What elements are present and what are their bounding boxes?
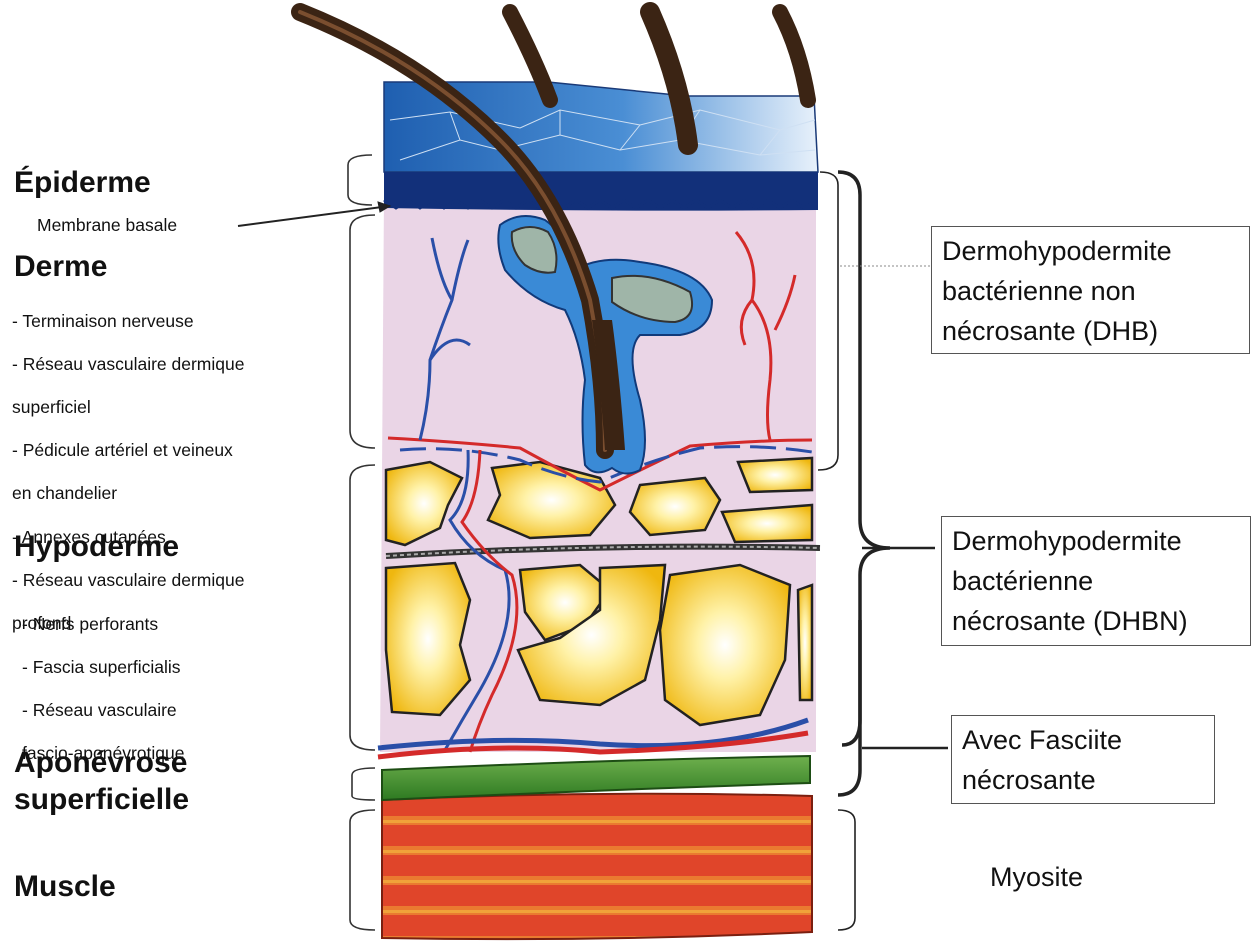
- dhbn-line: Dermohypodermite: [952, 521, 1250, 561]
- muscle-layer: [382, 794, 812, 939]
- hypoderme-item: - Fascia superficialis: [22, 657, 184, 679]
- dhb-line: Dermohypodermite: [942, 231, 1249, 271]
- derme-item: en chandelier: [12, 483, 244, 505]
- dhb-line: nécrosante (DHB): [942, 311, 1249, 351]
- derme-item: - Réseau vasculaire dermique: [12, 354, 244, 376]
- myosite-label: Myosite: [990, 862, 1083, 893]
- fasciite-line: Avec Fasciite: [962, 720, 1214, 760]
- derme-item: - Pédicule artériel et veineux: [12, 440, 244, 462]
- dhbn-line: nécrosante (DHBN): [952, 601, 1250, 641]
- muscle-label: Muscle: [14, 870, 116, 904]
- left-braces: [348, 155, 375, 930]
- membrane-basale-label: Membrane basale: [37, 215, 177, 236]
- dhb-box: Dermohypodermite bactérienne non nécrosa…: [931, 226, 1250, 354]
- hypoderme-label: Hypoderme: [14, 530, 179, 564]
- fasciite-box: Avec Fasciite nécrosante: [951, 715, 1215, 804]
- derme-label: Derme: [14, 250, 107, 284]
- epiderme-label: Épiderme: [14, 166, 151, 200]
- derme-item: - Terminaison nerveuse: [12, 311, 244, 333]
- derme-item: - Réseau vasculaire dermique: [12, 570, 244, 592]
- hypoderme-item: - Réseau vasculaire: [22, 700, 184, 722]
- dhb-line: bactérienne non: [942, 271, 1249, 311]
- derme-item: superficiel: [12, 397, 244, 419]
- fasciite-line: nécrosante: [962, 760, 1214, 800]
- dhbn-box: Dermohypodermite bactérienne nécrosante …: [941, 516, 1251, 646]
- dhbn-line: bactérienne: [952, 561, 1250, 601]
- right-braces: [818, 172, 890, 930]
- hypoderme-item: - Nerfs perforants: [22, 614, 184, 636]
- aponevrose-label-line1: Aponévrose: [14, 746, 187, 780]
- aponevrose-label-line2: superficielle: [14, 783, 189, 817]
